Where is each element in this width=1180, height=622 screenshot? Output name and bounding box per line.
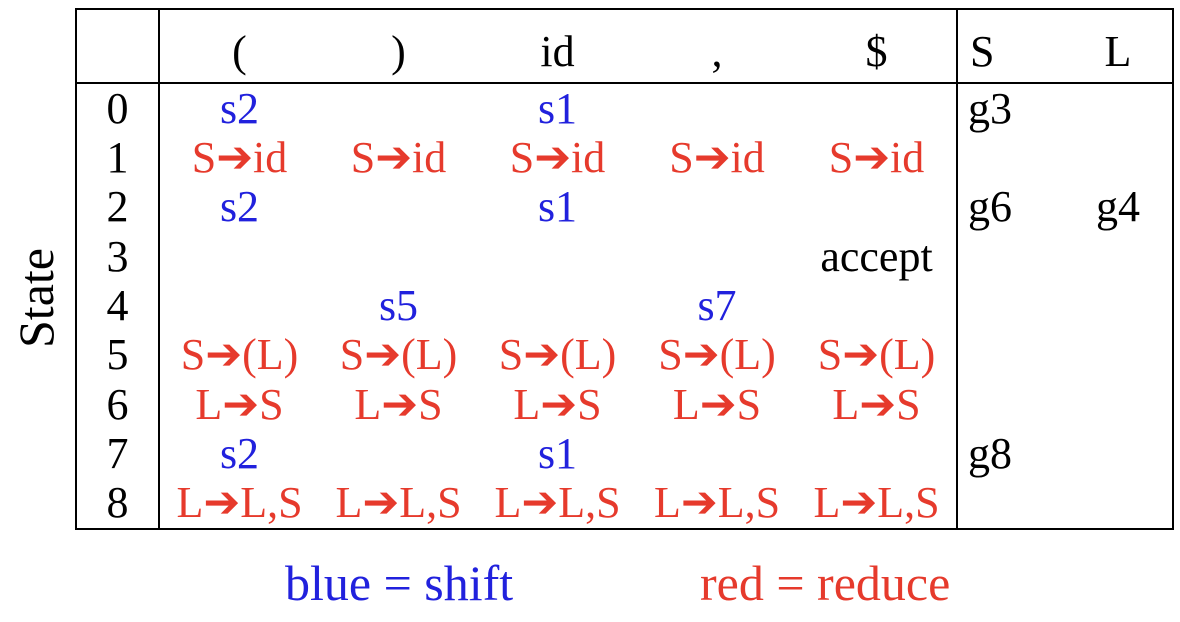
action-cell: L➔L,S (653, 478, 781, 528)
header-dollar: $ (797, 10, 956, 84)
action-cell (797, 429, 956, 478)
action-cell (319, 84, 478, 133)
header-open-paren: ( (160, 10, 319, 84)
state-number: 3 (77, 231, 160, 282)
action-cell: s2 (219, 182, 260, 232)
action-cell: S➔(L) (658, 330, 776, 380)
state-number: 2 (77, 182, 160, 232)
action-cell (478, 281, 637, 330)
header-goto-l: L (1064, 10, 1172, 84)
action-cell: S➔(L) (339, 330, 458, 380)
action-cell (160, 232, 319, 281)
action-cell: S➔id (828, 132, 925, 182)
action-cell: L➔L,S (335, 478, 462, 528)
corner-cell (77, 10, 160, 84)
legend-reduce: red = reduce (700, 555, 951, 611)
goto-cell-l (1064, 281, 1172, 330)
action-cell: s1 (537, 182, 578, 232)
action-cell (319, 232, 478, 281)
action-cell-accept: accept (820, 231, 933, 281)
action-cell: L➔S (513, 379, 602, 429)
action-cell (797, 281, 956, 330)
action-cell: L➔S (832, 379, 921, 429)
action-cell: s5 (378, 280, 419, 330)
state-axis-label: State (8, 248, 64, 348)
action-cell: S➔id (350, 132, 447, 182)
action-cell (797, 84, 956, 133)
action-cell: S➔id (669, 132, 765, 182)
header-close-paren: ) (319, 10, 478, 84)
lr-parse-table: ( ) id , $ S L 0 s2 s1 g3 1 S➔id S➔id S➔… (75, 8, 1174, 530)
goto-cell-s (956, 330, 1064, 380)
action-cell (319, 429, 478, 478)
state-number: 0 (77, 84, 160, 134)
goto-cell-l (1064, 232, 1172, 281)
state-number: 4 (77, 281, 160, 331)
action-cell: S➔(L) (498, 330, 617, 380)
goto-cell-l (1064, 133, 1172, 182)
goto-cell-s (956, 133, 1064, 183)
goto-cell-l (1064, 331, 1172, 380)
goto-cell-s (956, 231, 1064, 282)
state-number: 1 (77, 133, 160, 183)
action-cell: L➔L,S (176, 478, 303, 528)
action-cell: s2 (219, 428, 260, 478)
action-cell (637, 84, 797, 133)
goto-cell-s (956, 379, 1064, 430)
state-number: 7 (77, 429, 160, 479)
header-goto-s: S (956, 10, 1064, 84)
action-cell (478, 232, 637, 281)
action-cell: L➔S (672, 379, 762, 429)
action-cell (797, 183, 956, 232)
action-cell (637, 183, 797, 232)
action-cell: s2 (219, 83, 260, 133)
action-cell: L➔L,S (494, 478, 621, 528)
legend-shift: blue = shift (285, 555, 514, 611)
goto-cell-s: g8 (956, 429, 1064, 479)
action-cell: S➔(L) (180, 330, 299, 380)
action-cell: L➔S (354, 379, 443, 429)
state-number: 5 (77, 330, 160, 380)
action-cell: s1 (537, 428, 578, 478)
action-cell (637, 232, 797, 281)
action-cell: L➔S (195, 379, 284, 429)
goto-cell-l (1064, 380, 1172, 429)
action-cell: L➔L,S (813, 478, 940, 528)
goto-cell-s (956, 478, 1064, 528)
action-cell: s7 (697, 280, 737, 330)
goto-cell-l (1064, 479, 1172, 528)
goto-cell-l (1064, 84, 1172, 133)
action-cell: S➔(L) (817, 330, 936, 380)
goto-cell-s (956, 281, 1064, 331)
state-number: 6 (77, 379, 160, 430)
goto-cell-s: g3 (956, 84, 1064, 134)
goto-cell-s: g6 (956, 182, 1064, 232)
action-cell (160, 281, 319, 330)
state-number: 8 (77, 478, 160, 528)
action-cell (319, 183, 478, 232)
header-id: id (478, 10, 637, 84)
action-cell: s1 (537, 83, 578, 133)
goto-cell-l: g4 (1096, 182, 1140, 232)
goto-cell-l (1064, 429, 1172, 478)
action-cell (637, 429, 797, 478)
header-comma: , (637, 10, 797, 84)
action-cell: S➔id (509, 132, 606, 182)
action-cell: S➔id (191, 132, 288, 182)
